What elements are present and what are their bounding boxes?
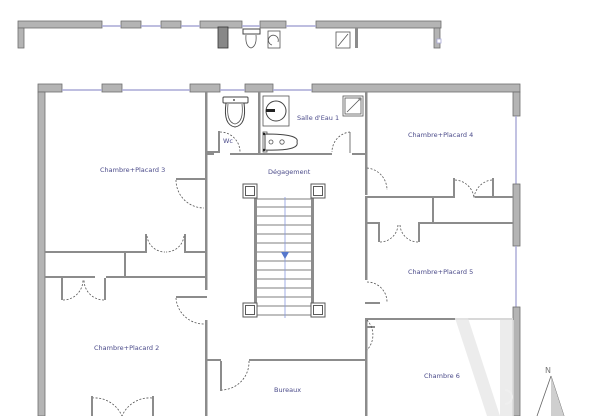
fixtures: [222, 95, 364, 153]
room-label-chambre-6: Chambre 6: [424, 372, 460, 380]
shower-icon: [342, 95, 364, 117]
upper-floor-fragment: [17, 20, 442, 49]
room-label-chambre-placard-3: Chambre+Placard 3: [100, 166, 165, 174]
exterior-walls: [37, 83, 521, 416]
watermark: [455, 318, 514, 416]
bidet-icon: [262, 131, 298, 153]
room-label-chambre-placard-2: Chambre+Placard 2: [94, 344, 159, 352]
room-labels: Chambre+Placard 3 Wc Salle d'Eau 1 Chamb…: [94, 114, 473, 394]
room-label-bureaux: Bureaux: [274, 386, 301, 394]
sink-icon: [262, 95, 290, 127]
room-label-chambre-placard-5: Chambre+Placard 5: [408, 268, 473, 276]
room-label-degagement: Dégagement: [268, 168, 311, 176]
compass-north-label: N: [545, 366, 551, 375]
room-label-salle-d-eau-1: Salle d'Eau 1: [297, 114, 339, 122]
compass: N: [536, 366, 565, 416]
room-label-chambre-placard-4: Chambre+Placard 4: [408, 131, 473, 139]
toilet-icon: [222, 96, 249, 128]
stair-down-arrow-icon: [281, 252, 289, 259]
room-label-wc: Wc: [223, 137, 233, 145]
interior-walls: [45, 92, 513, 416]
compass-arrow-icon: [536, 375, 565, 416]
doors: [62, 131, 493, 416]
staircase: [242, 183, 326, 318]
